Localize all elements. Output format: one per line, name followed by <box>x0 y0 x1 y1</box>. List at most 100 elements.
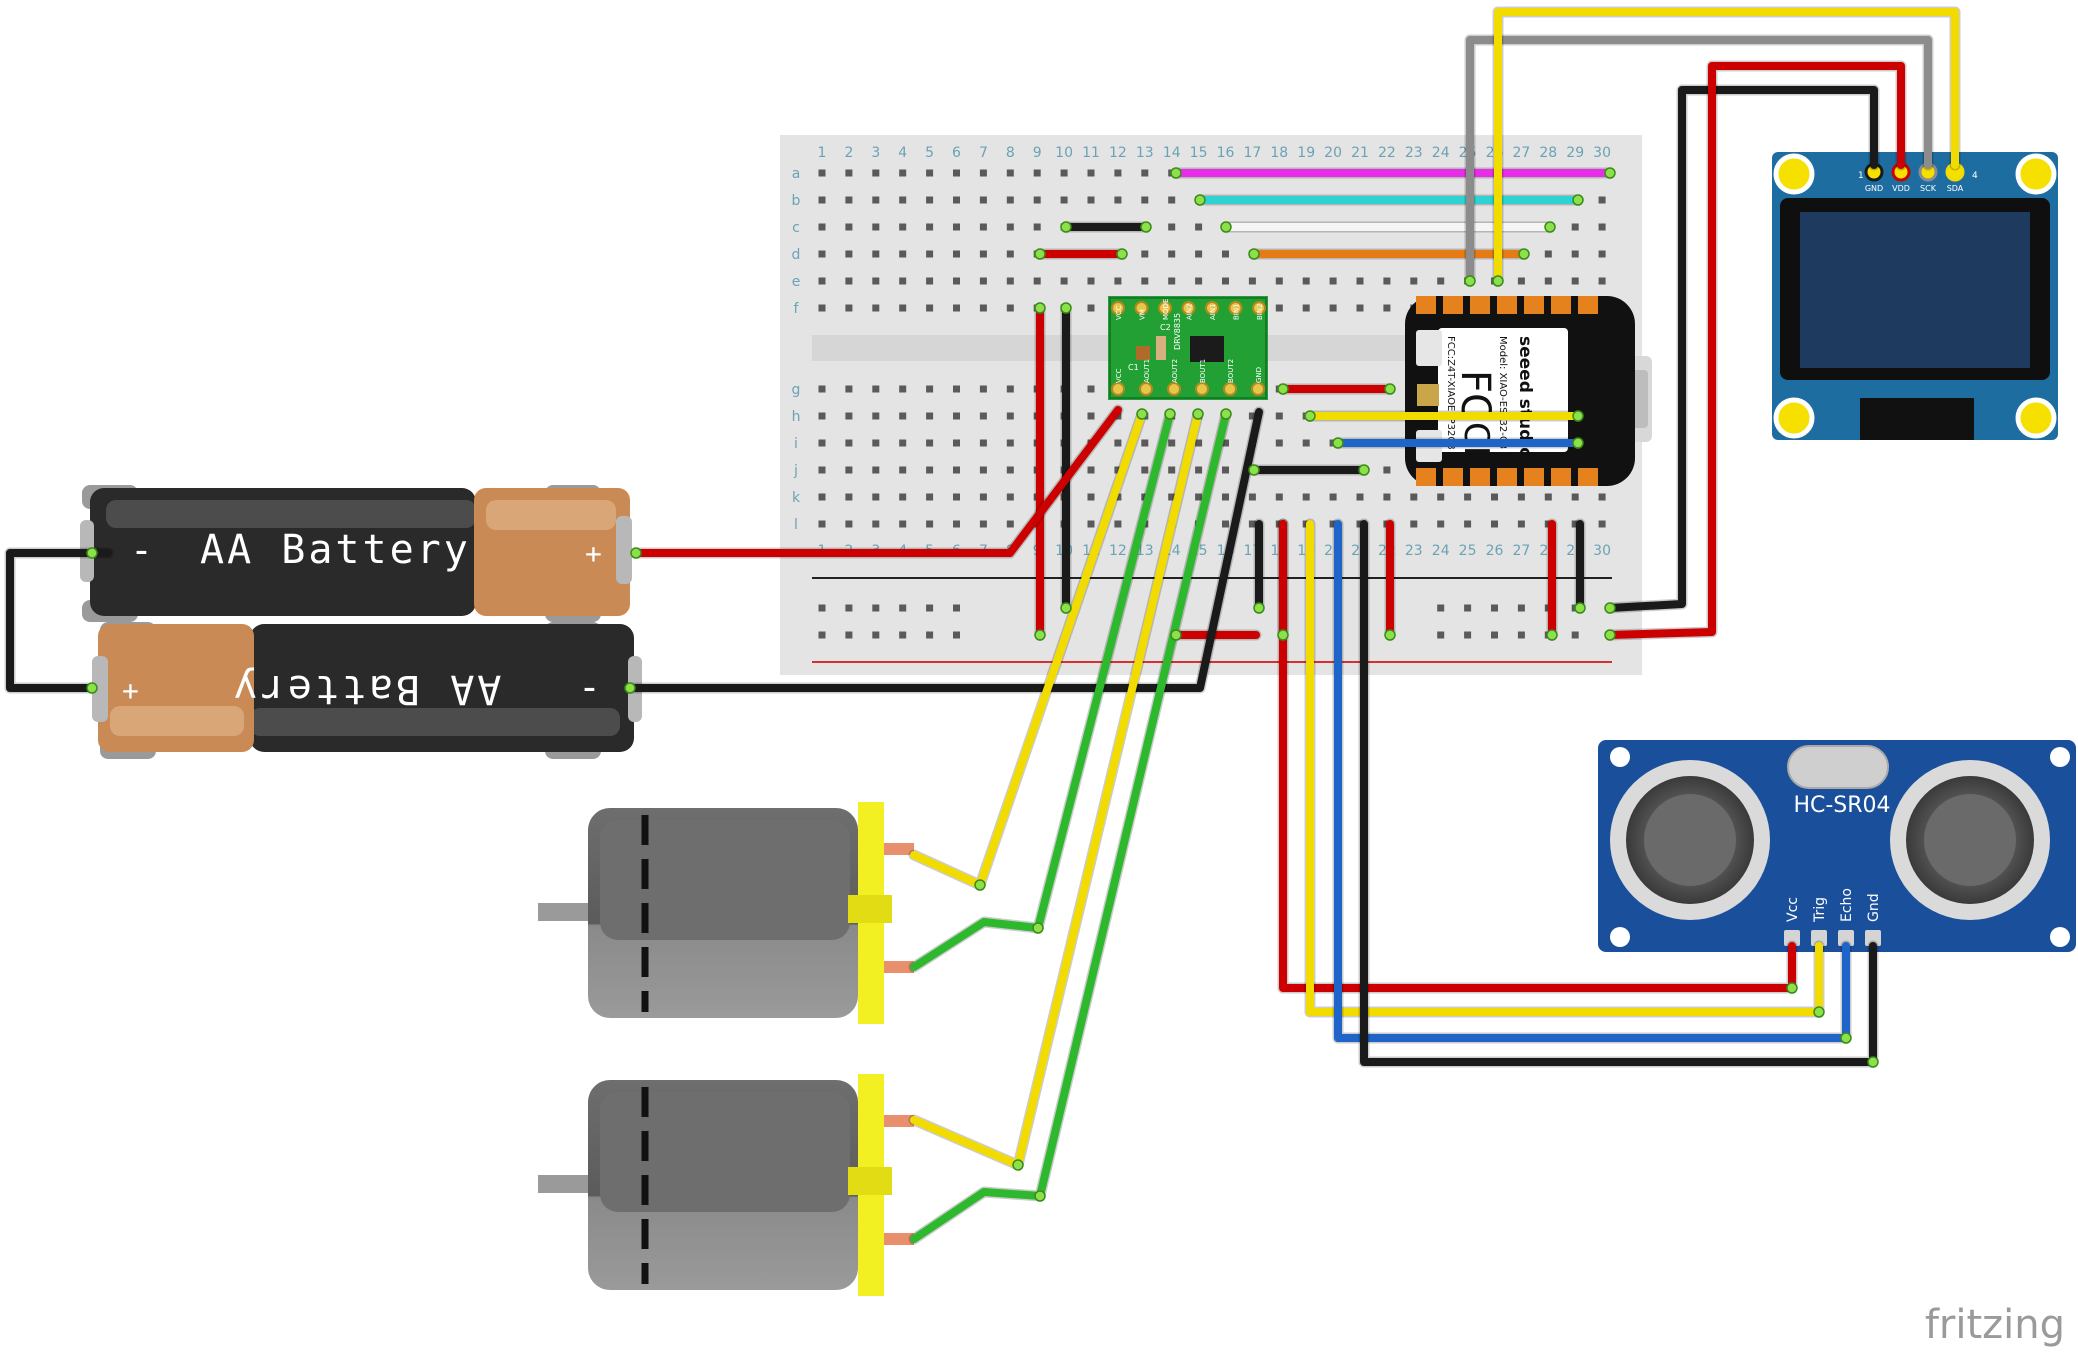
dc-motor-1 <box>538 802 914 1024</box>
driver-pin <box>1223 382 1237 396</box>
breadboard-hole <box>926 412 934 420</box>
col-number: 29 <box>1566 145 1584 161</box>
breadboard-hole <box>1195 223 1203 231</box>
breadboard-hole <box>845 412 853 420</box>
row-letter: i <box>794 436 798 452</box>
wire-end <box>1544 221 1556 233</box>
breadboard-hole <box>1060 169 1068 177</box>
breadboard-hole <box>818 169 826 177</box>
wire-end <box>1034 1190 1046 1202</box>
breadboard-hole <box>1195 277 1203 285</box>
driver-pin <box>1252 301 1266 315</box>
breadboard-hole <box>899 466 907 474</box>
breadboard-hole <box>1598 493 1606 501</box>
driver-pin <box>1181 301 1196 315</box>
breadboard-hole <box>953 466 960 474</box>
breadboard-hole <box>1087 385 1095 393</box>
row-letter: d <box>792 247 801 263</box>
breadboard-hole <box>1356 493 1364 501</box>
oled-pin-label: SDA <box>1947 184 1964 193</box>
breadboard-hole <box>1275 277 1283 285</box>
breadboard-hole <box>1060 277 1068 285</box>
rail-hole <box>1437 631 1445 639</box>
breadboard-hole <box>845 250 853 258</box>
breadboard-hole <box>1302 439 1310 447</box>
wire-end <box>1253 602 1265 614</box>
breadboard-hole <box>872 304 880 312</box>
breadboard-hole <box>979 304 987 312</box>
xiao-pad <box>1470 468 1490 486</box>
wire-end <box>1140 221 1152 233</box>
wire-end <box>1034 248 1046 260</box>
wire-end <box>1572 437 1584 449</box>
battery-bottom: AA Battery + - <box>92 622 642 759</box>
rail-hole <box>899 604 907 612</box>
breadboard-hole <box>1087 277 1095 285</box>
breadboard-hole <box>1006 169 1014 177</box>
col-number-bottom: 25 <box>1459 543 1477 559</box>
breadboard-hole <box>1437 520 1445 528</box>
breadboard-hole <box>818 466 826 474</box>
col-number-bottom: 26 <box>1486 543 1504 559</box>
col-number: 17 <box>1243 145 1261 161</box>
breadboard-hole <box>1248 493 1256 501</box>
breadboard-hole <box>1571 493 1579 501</box>
battery-bottom-minus: - <box>578 665 601 709</box>
sensor-vcc-wire <box>1279 520 1796 992</box>
breadboard-hole <box>926 223 934 231</box>
xiao-pad <box>1416 296 1436 314</box>
sensor-pin-pad <box>1838 930 1854 946</box>
col-number: 14 <box>1163 145 1181 161</box>
breadboard-hole <box>1464 493 1472 501</box>
wire-end <box>630 547 642 559</box>
dc-motor-2 <box>538 1074 914 1296</box>
wire-end <box>86 682 98 694</box>
wire-end <box>1220 221 1232 233</box>
breadboard-hole <box>1006 466 1014 474</box>
breadboard-hole <box>818 412 826 420</box>
breadboard-hole <box>1491 493 1498 501</box>
wire-end <box>1604 629 1616 641</box>
rail-hole <box>1491 631 1498 639</box>
breadboard-hole <box>926 520 934 528</box>
battery-top-minus: - <box>130 528 153 572</box>
breadboard-hole <box>979 466 987 474</box>
breadboard-hole <box>1006 439 1014 447</box>
breadboard-hole <box>953 520 960 528</box>
driver-pin-label: MODE <box>1162 299 1170 320</box>
breadboard-hole <box>899 385 907 393</box>
breadboard-hole <box>1114 493 1122 501</box>
xiao-fcc: FCC:Z4T-XIAOESP32C3 <box>1445 336 1456 450</box>
wire-end <box>1384 629 1396 641</box>
wire-end <box>1012 1159 1024 1171</box>
driver-pin <box>1228 301 1243 315</box>
col-number: 24 <box>1432 145 1450 161</box>
battery-top-label: AA Battery <box>200 527 471 573</box>
breadboard-hole <box>953 304 960 312</box>
breadboard-hole <box>899 169 907 177</box>
breadboard-hole <box>979 385 987 393</box>
breadboard-hole <box>953 412 960 420</box>
breadboard-hole <box>1598 520 1606 528</box>
breadboard-hole <box>926 466 934 474</box>
breadboard-hole <box>1329 520 1337 528</box>
wire-end <box>1604 602 1616 614</box>
driver-pin-label: GND <box>1255 367 1263 383</box>
oled-sda-wire <box>1494 8 1959 285</box>
col-number: 15 <box>1190 145 1208 161</box>
breadboard-hole <box>1087 169 1095 177</box>
wire-end <box>1032 922 1044 934</box>
breadboard-hole <box>926 385 934 393</box>
oled-pin-last: 4 <box>1972 171 1978 181</box>
breadboard-hole <box>1006 277 1014 285</box>
breadboard-hole <box>1464 520 1472 528</box>
driver-pin <box>1134 301 1149 315</box>
battery-bottom-label: AA Battery <box>231 666 502 712</box>
wire-end <box>1384 383 1396 395</box>
breadboard-hole <box>1329 277 1337 285</box>
breadboard-hole <box>1006 250 1014 258</box>
breadboard-hole <box>845 466 853 474</box>
col-number: 23 <box>1405 145 1423 161</box>
driver-pin <box>1139 382 1153 396</box>
